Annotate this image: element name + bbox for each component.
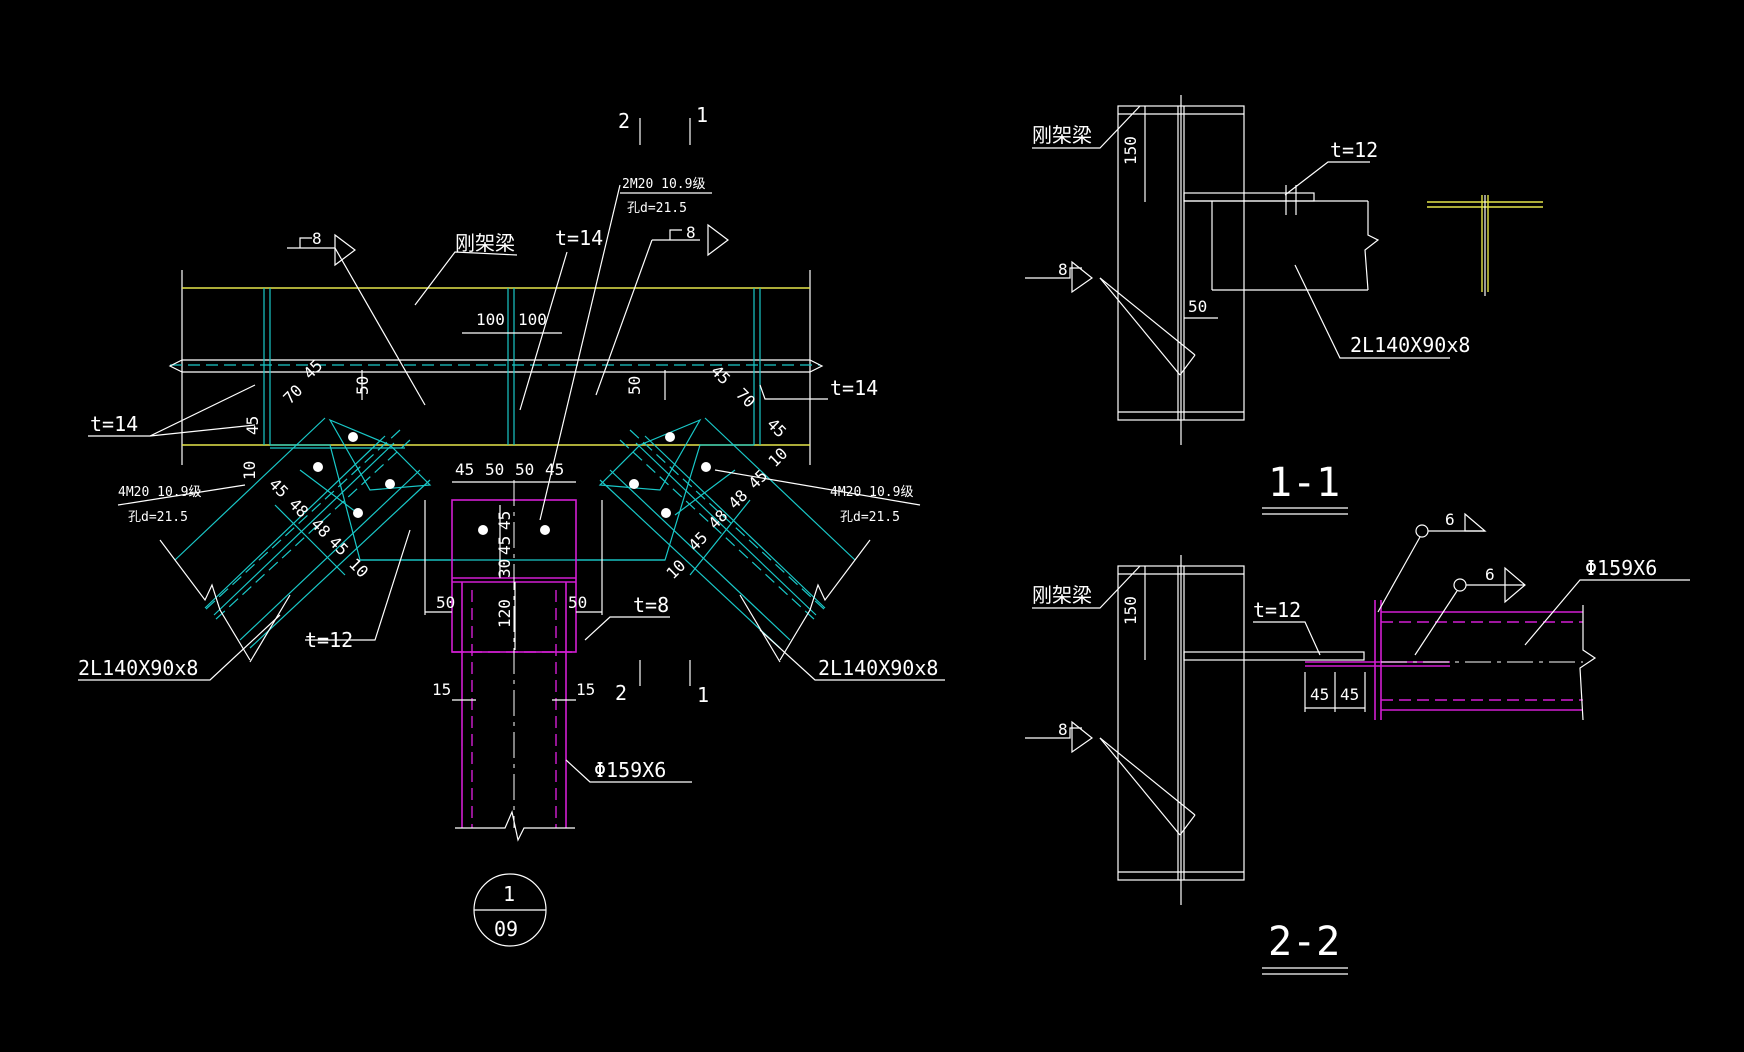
plate-t14-left: t=14 <box>90 412 138 436</box>
dim-100-b: 100 <box>518 310 547 329</box>
pipe-label: Φ159X6 <box>594 758 666 782</box>
dim-50-left: 50 <box>353 376 372 395</box>
section-mark-1-bottom: 1 <box>697 683 709 707</box>
section-mark-2-top: 2 <box>618 109 630 133</box>
dim-45-b: 45 <box>545 460 564 479</box>
section-2-weld-size: 8 <box>1058 720 1068 739</box>
bolts-top-line2: 孔d=21.5 <box>627 201 687 216</box>
section-2-pipe-label: Φ159X6 <box>1585 556 1657 580</box>
dim-left-45-b: 45 <box>243 416 262 435</box>
dim-right-10-a: 10 <box>764 444 791 471</box>
section-2-title: 2-2 <box>1268 919 1340 965</box>
plate-t12: t=12 <box>305 628 353 652</box>
section-2-dim-150: 150 <box>1121 596 1140 625</box>
section-1-beam-label: 刚架梁 <box>1032 123 1092 147</box>
dim-45-v2: 45 <box>495 536 514 555</box>
angle-label-left: 2L140X90x8 <box>78 656 198 680</box>
dim-left-45-c: 45 <box>265 474 292 501</box>
dim-120: 120 <box>495 599 514 628</box>
section-mark-2-bottom: 2 <box>615 681 627 705</box>
section-1-1-view: 150 刚架梁 t=12 8 50 2L140X90x8 1-1 <box>1025 95 1543 515</box>
pipe-column <box>424 480 603 842</box>
section-2-dim-45-b: 45 <box>1340 685 1359 704</box>
dim-30: 30 <box>495 559 514 578</box>
dim-right-45-c: 45 <box>744 466 771 493</box>
dim-15-left: 15 <box>432 680 451 699</box>
dimension-lines <box>361 332 666 701</box>
gusset-plate <box>270 444 754 561</box>
t-profile-icon <box>1427 195 1543 296</box>
frame-beam <box>168 270 824 465</box>
section-mark-1-top: 1 <box>696 103 708 127</box>
dim-left-48-b: 48 <box>307 514 334 541</box>
sheet-number: 09 <box>494 917 518 941</box>
dim-left-10-b: 10 <box>345 554 372 581</box>
beam-label: 刚架梁 <box>455 231 515 255</box>
dim-50-bottom-left: 50 <box>436 593 455 612</box>
bolt-holes <box>313 432 711 535</box>
weld-symbol-top-right: 8 <box>652 223 729 257</box>
dim-left-48-a: 48 <box>285 494 312 521</box>
section-2-beam-label: 刚架梁 <box>1032 583 1092 607</box>
section-1-plate-label: t=12 <box>1330 138 1378 162</box>
section-1-dim-50: 50 <box>1188 297 1207 316</box>
dim-15-right: 15 <box>576 680 595 699</box>
dim-50-a: 50 <box>485 460 504 479</box>
dim-right-48-a: 48 <box>724 486 751 513</box>
bolts-right-line2: 孔d=21.5 <box>840 510 900 525</box>
section-2-2-view: 150 45 45 刚架梁 t=12 6 6 Φ159X6 8 2-2 <box>1025 510 1690 975</box>
weld-size-top-right: 8 <box>686 223 696 242</box>
weld-size-top-left: 8 <box>312 229 322 248</box>
dim-right-70: 70 <box>732 384 759 411</box>
section-1-dim-150: 150 <box>1121 136 1140 165</box>
detail-number: 1 <box>503 882 515 906</box>
section-1-weld-size: 8 <box>1058 260 1068 279</box>
bolts-left-line2: 孔d=21.5 <box>128 510 188 525</box>
section-1-title: 1-1 <box>1268 460 1340 506</box>
dim-left-10-a: 10 <box>240 461 259 480</box>
bolts-left-line1: 4M20 10.9级 <box>118 485 201 500</box>
leader-lines <box>78 184 945 783</box>
section-1-angle-label: 2L140X90x8 <box>1350 333 1470 357</box>
dim-right-45-d: 45 <box>684 528 711 555</box>
plate-t14-right: t=14 <box>830 376 878 400</box>
detail-bubble: 1 09 <box>473 873 547 947</box>
left-angle-members <box>159 417 432 663</box>
bolts-right-line1: 4M20 10.9级 <box>830 485 913 500</box>
section-2-dim-45-a: 45 <box>1310 685 1329 704</box>
dim-left-70: 70 <box>279 381 306 408</box>
plate-t14-center: t=14 <box>555 226 603 250</box>
section-2-weld-6-b: 6 <box>1485 565 1495 584</box>
dim-45-v1: 45 <box>495 511 514 530</box>
section-2-weld-6-a: 6 <box>1445 510 1455 529</box>
angle-label-right: 2L140X90x8 <box>818 656 938 680</box>
dim-100-a: 100 <box>476 310 505 329</box>
bolts-top-line1: 2M20 10.9级 <box>622 177 705 192</box>
section-cut-marks-bottom: 2 1 <box>615 660 709 707</box>
section-2-plate-label: t=12 <box>1253 598 1301 622</box>
dim-45-a: 45 <box>455 460 474 479</box>
right-angle-members <box>598 417 871 663</box>
dim-right-45-b: 45 <box>763 414 790 441</box>
weld-symbol-top-left: 8 <box>299 229 356 267</box>
dim-50-right: 50 <box>625 376 644 395</box>
section-cut-marks-top: 2 1 <box>618 103 708 145</box>
plate-t8: t=8 <box>633 593 669 617</box>
dim-50-b: 50 <box>515 460 534 479</box>
dim-50-bottom-right: 50 <box>568 593 587 612</box>
main-detail-view: 2 1 2 1 <box>78 103 945 947</box>
